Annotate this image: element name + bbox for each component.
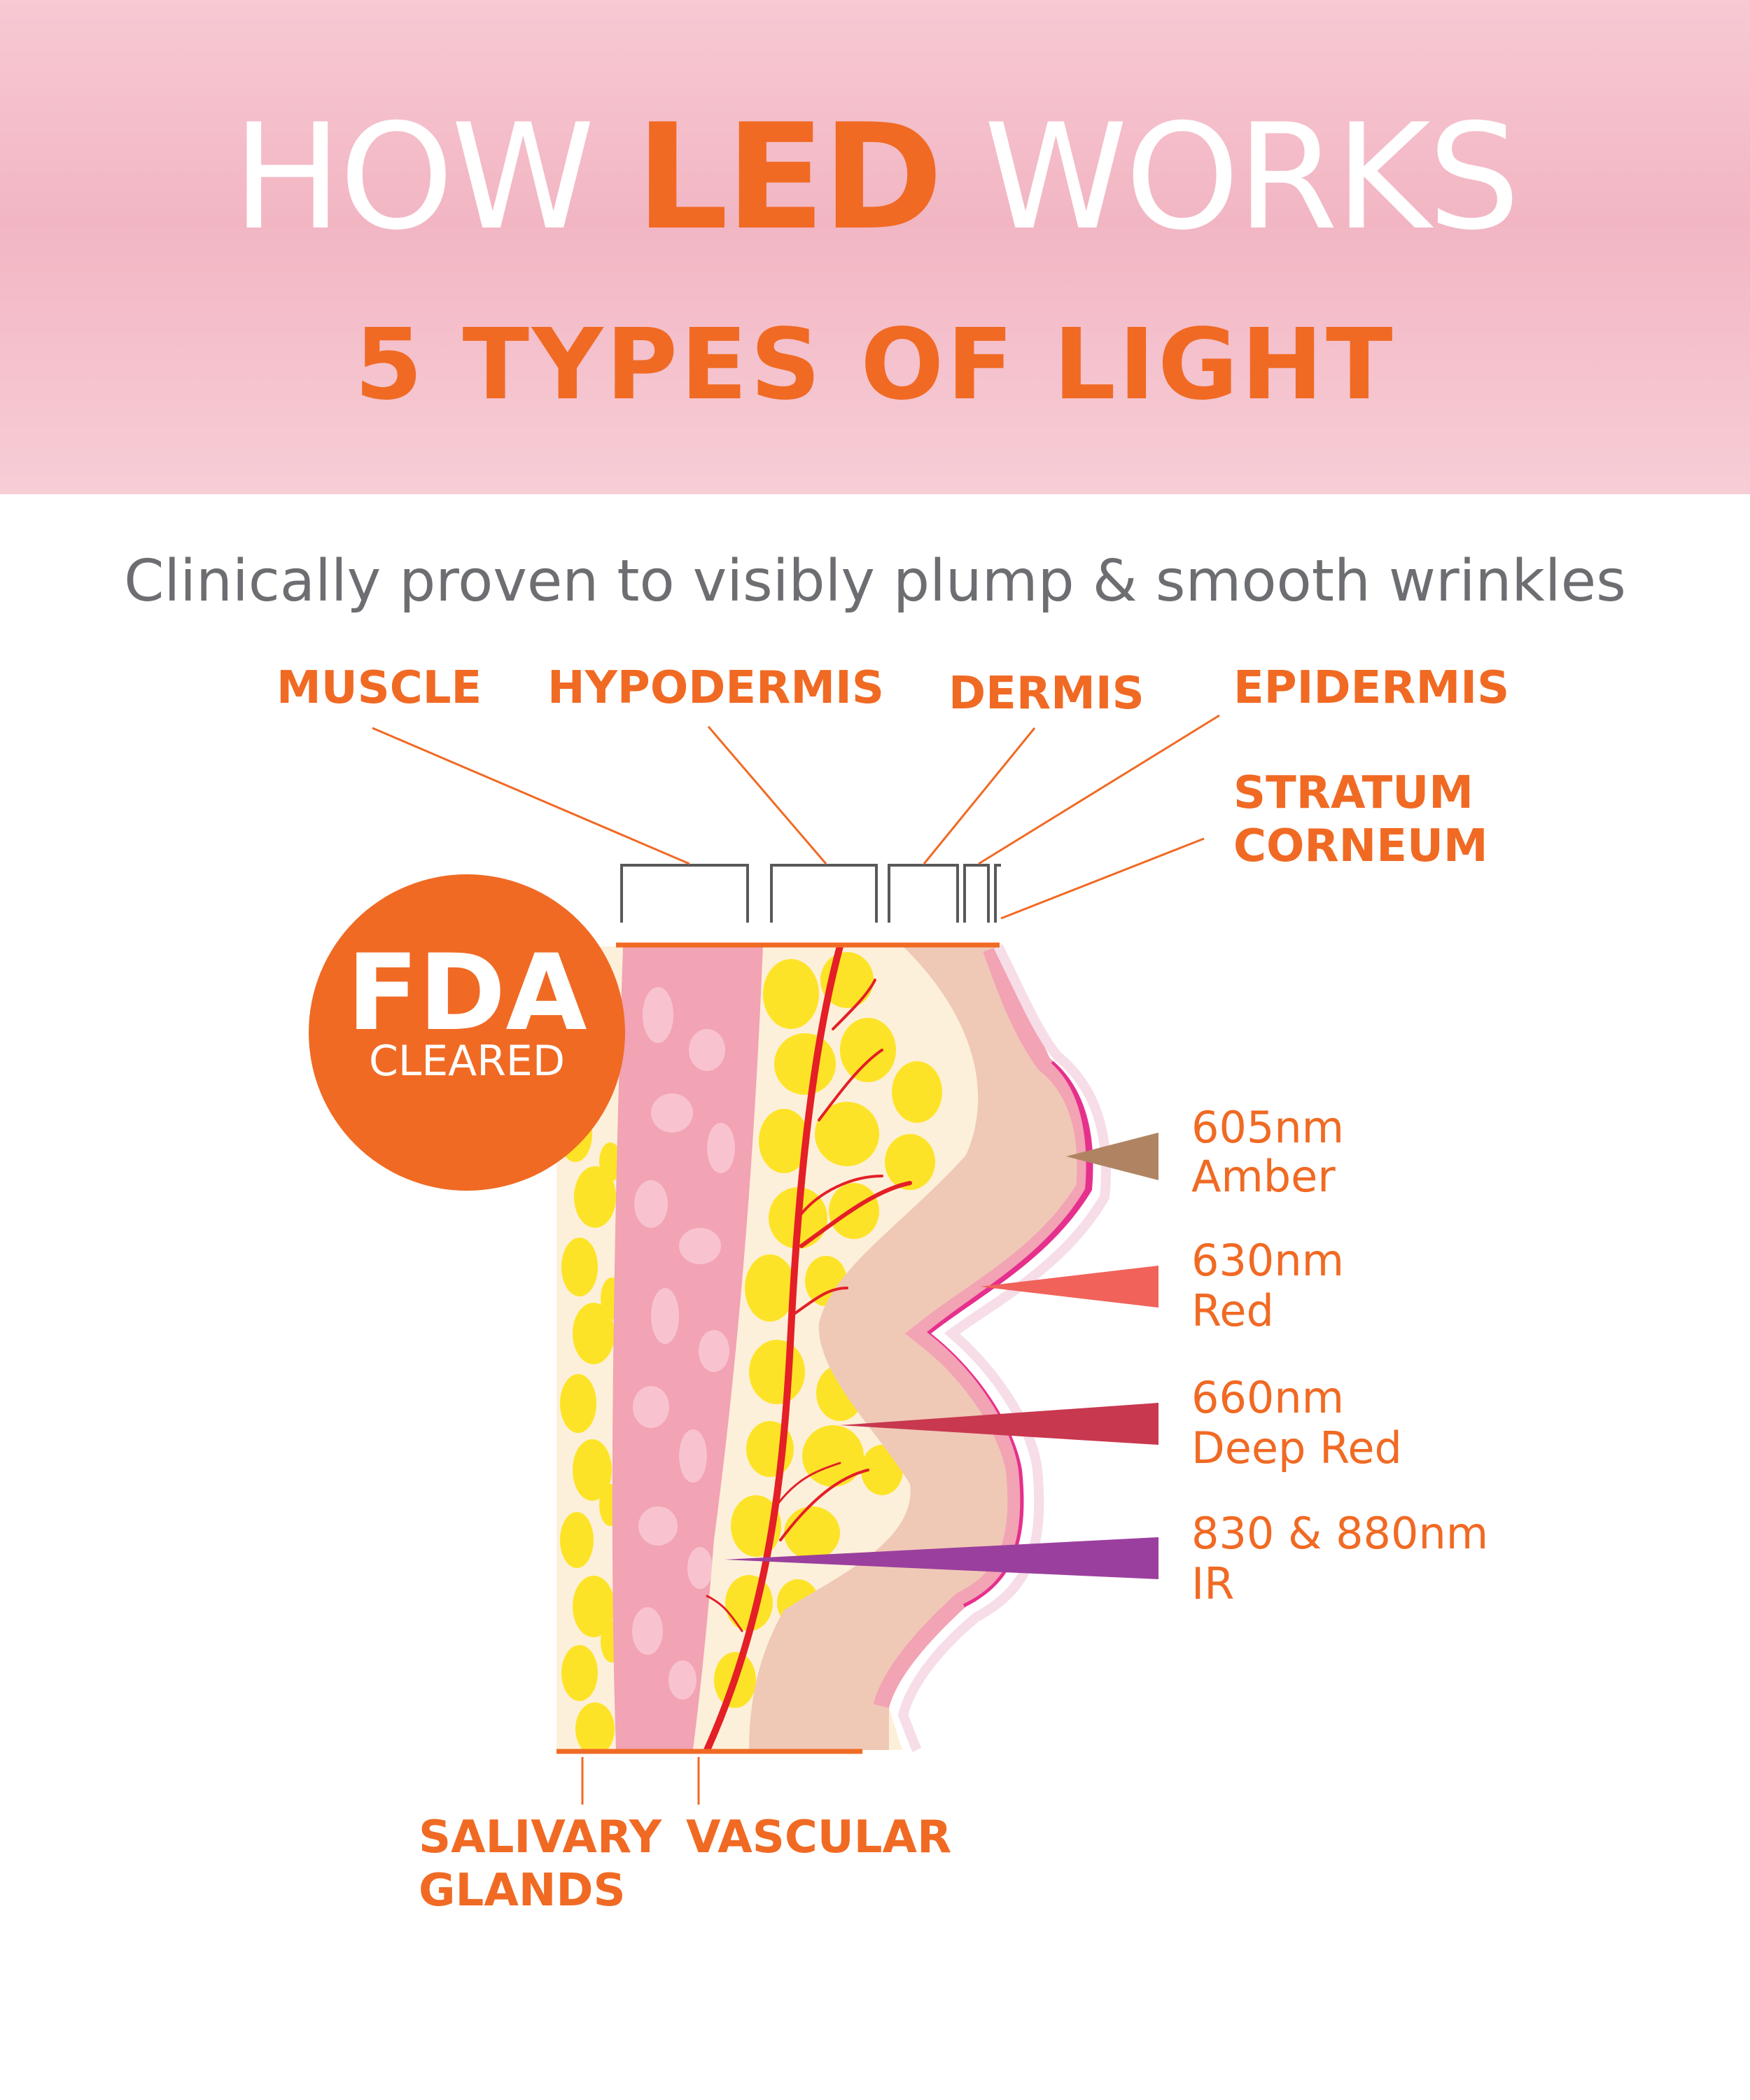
label-muscle: MUSCLE <box>276 662 482 714</box>
label-stratum-line1: STRATUM <box>1233 767 1474 819</box>
wavelength-660-nm: 660nm <box>1191 1372 1344 1423</box>
ray-deep-red <box>840 1403 1158 1445</box>
label-salivary-line2: GLANDS <box>419 1865 626 1917</box>
wavelength-630-nm: 630nm <box>1191 1235 1344 1286</box>
muscle-texture <box>632 987 735 1700</box>
fda-cleared-label: CLEARED <box>369 1037 565 1086</box>
light-rays <box>724 1133 1158 1579</box>
wavelength-630-name: Red <box>1191 1285 1274 1336</box>
wavelength-660-name: Deep Red <box>1191 1422 1402 1474</box>
label-dermis: DERMIS <box>948 668 1144 720</box>
ray-ir <box>724 1537 1158 1579</box>
fda-label: FDA <box>346 932 587 1054</box>
wavelength-605-nm: 605nm <box>1191 1102 1344 1153</box>
page-title: HOW LED WORKS <box>232 93 1520 262</box>
title-accent: LED <box>636 93 943 262</box>
label-epidermis: EPIDERMIS <box>1233 662 1509 714</box>
tagline: Clinically proven to visibly plump & smo… <box>124 548 1626 615</box>
label-stratum-line2: CORNEUM <box>1233 820 1488 872</box>
skin-layers <box>556 946 1093 1750</box>
page-subtitle: 5 TYPES OF LIGHT <box>354 308 1396 422</box>
wavelength-ir-nm: 830 & 880nm <box>1191 1508 1488 1559</box>
label-salivary-line1: SALIVARY <box>419 1812 662 1863</box>
label-vascular: VASCULAR <box>686 1812 951 1863</box>
wavelength-605-name: Amber <box>1191 1151 1336 1202</box>
ray-red <box>980 1266 1158 1308</box>
fda-badge: FDA CLEARED <box>309 874 625 1191</box>
skin-surface <box>897 944 1111 1753</box>
ray-amber <box>1066 1133 1158 1180</box>
layer-brackets <box>620 864 1001 923</box>
blood-vessels <box>704 946 912 1750</box>
wavelength-ir-name: IR <box>1191 1558 1234 1609</box>
leader-lines <box>372 714 1220 1805</box>
header-banner <box>0 0 1750 494</box>
label-hypodermis: HYPODERMIS <box>547 662 884 714</box>
